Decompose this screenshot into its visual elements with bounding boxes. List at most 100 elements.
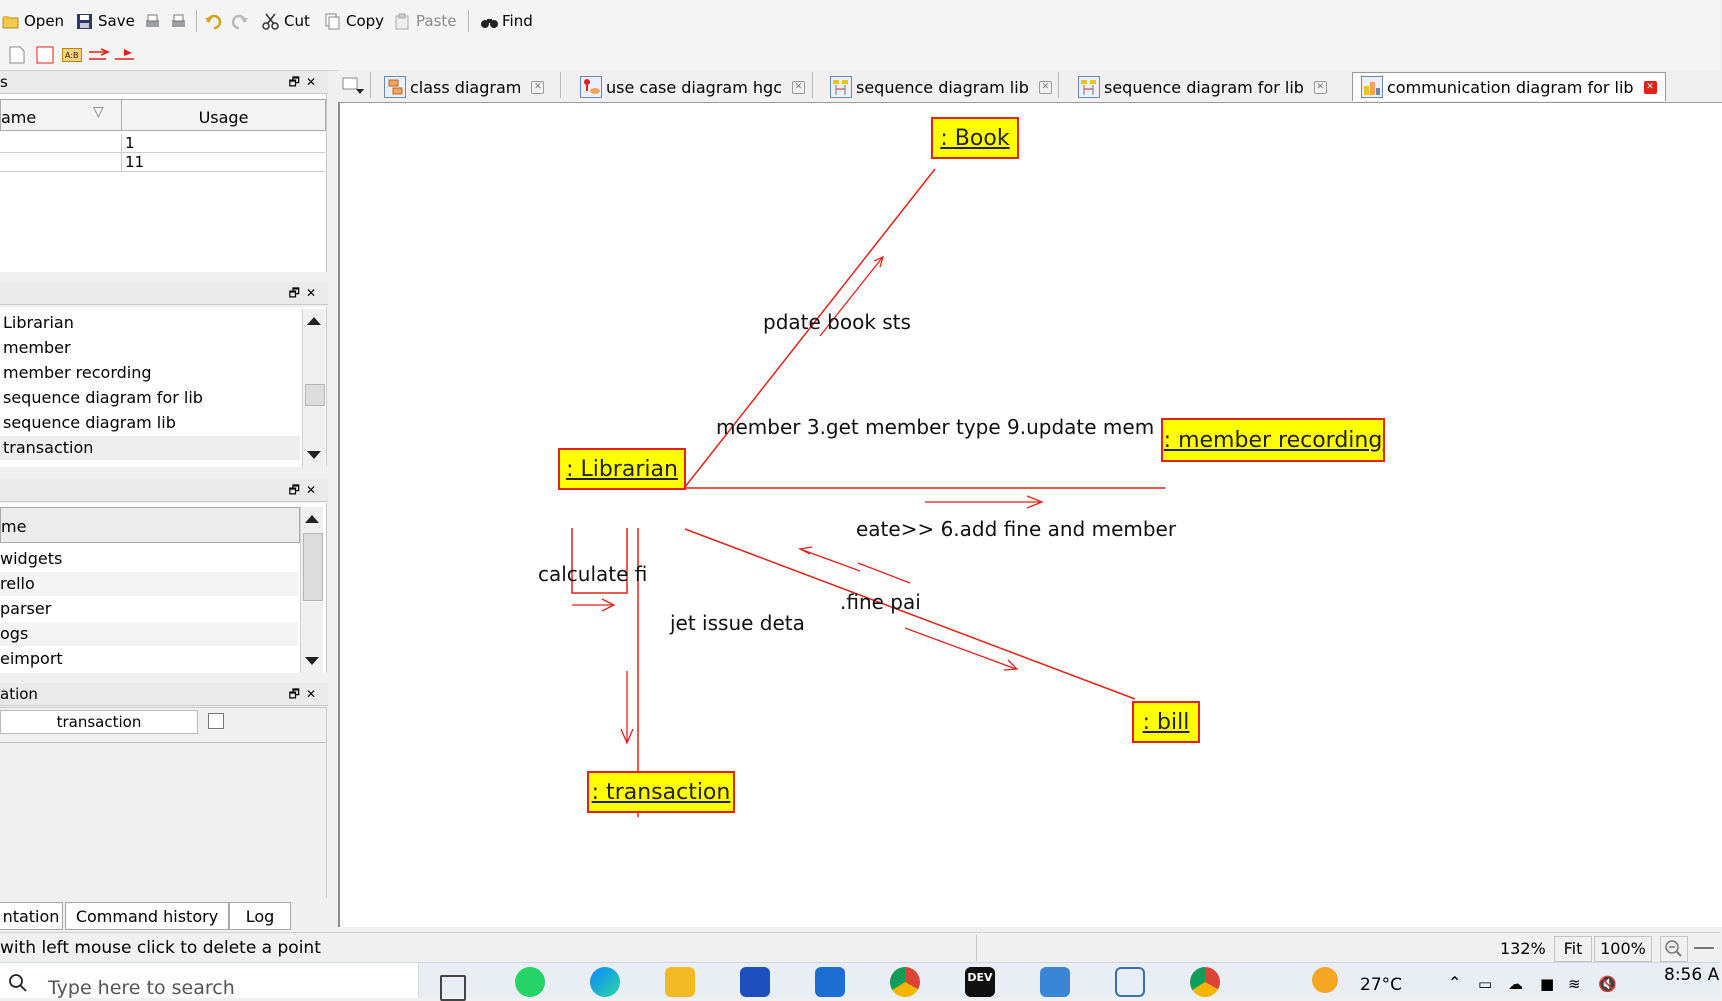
chevron-up-icon[interactable]: ⌃	[1448, 973, 1462, 992]
node-book[interactable]: : Book	[931, 117, 1019, 159]
message-update-book[interactable]: pdate book sts	[763, 310, 911, 334]
close-icon[interactable]: ✕	[1313, 80, 1327, 94]
list-item[interactable]: member recording	[3, 363, 152, 382]
diagram-canvas[interactable]: : Book : Librarian : member recording : …	[338, 102, 1722, 927]
table-row[interactable]: 11	[0, 153, 325, 172]
link-arrow-icon[interactable]	[88, 48, 110, 66]
panel-window-buttons[interactable]: 🗗✕	[288, 286, 322, 300]
list-item[interactable]: rello	[0, 572, 298, 596]
tab-sequence-diagram-for-lib[interactable]: sequence diagram for lib ✕	[1078, 74, 1327, 100]
tab-log[interactable]: Log	[229, 902, 291, 930]
scroll-up-icon[interactable]	[307, 317, 321, 325]
list-item[interactable]: sequence diagram for lib	[3, 388, 203, 407]
node-member-recording[interactable]: : member recording	[1161, 418, 1385, 462]
store-icon[interactable]	[740, 967, 770, 997]
tab-command-history[interactable]: Command history	[65, 902, 229, 930]
tab-documentation[interactable]: ntation	[0, 902, 63, 930]
task-view-icon[interactable]	[440, 975, 466, 1001]
message-create-fine[interactable]: eate>> 6.add fine and member	[856, 517, 1177, 541]
message-issue[interactable]: jet issue deta	[670, 611, 805, 635]
table-header-usage[interactable]: Usage	[121, 99, 326, 131]
properties-checkbox[interactable]	[208, 713, 224, 729]
undo-button[interactable]	[204, 10, 222, 32]
scroll-down-icon[interactable]	[307, 451, 321, 459]
zoom-100-button[interactable]: 100%	[1594, 936, 1652, 962]
file-explorer-icon[interactable]	[665, 967, 695, 997]
cut-button[interactable]: Cut	[262, 10, 310, 32]
table-row[interactable]: 1	[0, 134, 325, 153]
app-icon[interactable]	[1040, 967, 1070, 997]
list-scrollbar[interactable]	[302, 309, 325, 467]
rectangle-icon[interactable]	[36, 46, 54, 68]
library-list-header[interactable]: me	[0, 507, 300, 543]
close-icon[interactable]: ✕	[1643, 80, 1657, 94]
toolbar-separator	[196, 10, 197, 32]
display-icon[interactable]: ■	[1540, 975, 1555, 993]
taskbar-search-box[interactable]: Type here to search	[0, 963, 419, 999]
edge-icon[interactable]	[590, 967, 620, 997]
list-item[interactable]: ogs	[0, 622, 298, 646]
paste-button[interactable]: Paste	[394, 10, 457, 32]
node-transaction[interactable]: : transaction	[587, 771, 735, 813]
print-preview-button[interactable]	[170, 10, 187, 32]
tab-list-dropdown[interactable]	[342, 76, 366, 100]
close-icon[interactable]: ✕	[1038, 80, 1052, 94]
properties-name-field[interactable]: transaction	[0, 710, 198, 734]
note-icon[interactable]	[8, 46, 26, 68]
message-arrow-icon[interactable]	[114, 48, 136, 66]
fit-button[interactable]: Fit	[1554, 936, 1592, 962]
panel-window-buttons[interactable]: 🗗✕	[288, 75, 322, 89]
save-button[interactable]: Save	[76, 10, 135, 32]
redo-button[interactable]	[231, 10, 249, 32]
clock-time[interactable]: 8:56 A	[1664, 965, 1720, 985]
close-icon[interactable]: ✕	[531, 80, 545, 94]
list-item[interactable]: parser	[0, 599, 52, 618]
tab-use-case-diagram[interactable]: use case diagram hgc ✕	[580, 74, 805, 100]
svg-text:A:B: A:B	[65, 51, 79, 60]
print-button[interactable]	[144, 10, 161, 32]
weather-icon[interactable]	[1312, 967, 1338, 993]
library-scrollbar[interactable]	[300, 507, 323, 673]
whatsapp-icon[interactable]	[515, 967, 545, 997]
close-icon[interactable]: ✕	[791, 80, 805, 94]
tab-class-diagram[interactable]: class diagram ✕	[384, 74, 545, 100]
tab-sequence-diagram-lib[interactable]: sequence diagram lib ✕	[830, 74, 1052, 100]
table-header-name[interactable]: ame ▽	[0, 99, 122, 131]
scroll-thumb[interactable]	[305, 384, 325, 406]
wifi-icon[interactable]: ≋	[1568, 975, 1581, 993]
chrome-profile-icon[interactable]	[1190, 967, 1220, 997]
zoom-slider[interactable]	[1694, 947, 1714, 949]
battery-icon[interactable]: ▭	[1478, 975, 1493, 993]
message-fine-paid[interactable]: .fine pai	[840, 590, 921, 614]
list-item[interactable]: eimport	[0, 649, 63, 668]
text-box-icon[interactable]: A:B	[62, 48, 82, 66]
open-button[interactable]: Open	[2, 10, 64, 32]
main-toolbar: Open Save Cut Copy Paste Find	[0, 0, 1720, 41]
message-member[interactable]: member 3.get member type 9.update mem	[716, 415, 1155, 439]
panel-window-buttons[interactable]: 🗗✕	[288, 687, 322, 701]
chrome-icon[interactable]	[890, 967, 920, 997]
list-item[interactable]: Librarian	[3, 313, 74, 332]
message-arrow-book	[819, 257, 883, 337]
node-librarian[interactable]: : Librarian	[558, 448, 686, 490]
panel-window-buttons[interactable]: 🗗✕	[288, 483, 322, 497]
tab-communication-diagram-active[interactable]: communication diagram for lib ✕	[1352, 72, 1666, 101]
mail-icon[interactable]	[815, 967, 845, 997]
dev-icon[interactable]: DEV	[965, 967, 995, 997]
list-item[interactable]: sequence diagram lib	[3, 413, 176, 432]
scroll-down-icon[interactable]	[305, 657, 319, 665]
zoom-out-button[interactable]	[1660, 936, 1688, 962]
node-bill[interactable]: : bill	[1132, 701, 1200, 743]
list-item[interactable]: member	[3, 338, 71, 357]
communication-diagram-icon	[1361, 76, 1383, 98]
onedrive-icon[interactable]: ☁	[1508, 975, 1523, 993]
list-item[interactable]: widgets	[0, 549, 63, 568]
message-calculate[interactable]: calculate fi	[538, 562, 648, 586]
speaker-muted-icon[interactable]: 🔇	[1598, 975, 1617, 993]
copy-button[interactable]: Copy	[324, 10, 384, 32]
scroll-up-icon[interactable]	[305, 515, 319, 523]
find-button[interactable]: Find	[480, 10, 533, 32]
list-item-selected[interactable]: transaction	[0, 436, 300, 460]
scroll-thumb[interactable]	[303, 533, 323, 601]
window-icon[interactable]	[1115, 967, 1145, 997]
